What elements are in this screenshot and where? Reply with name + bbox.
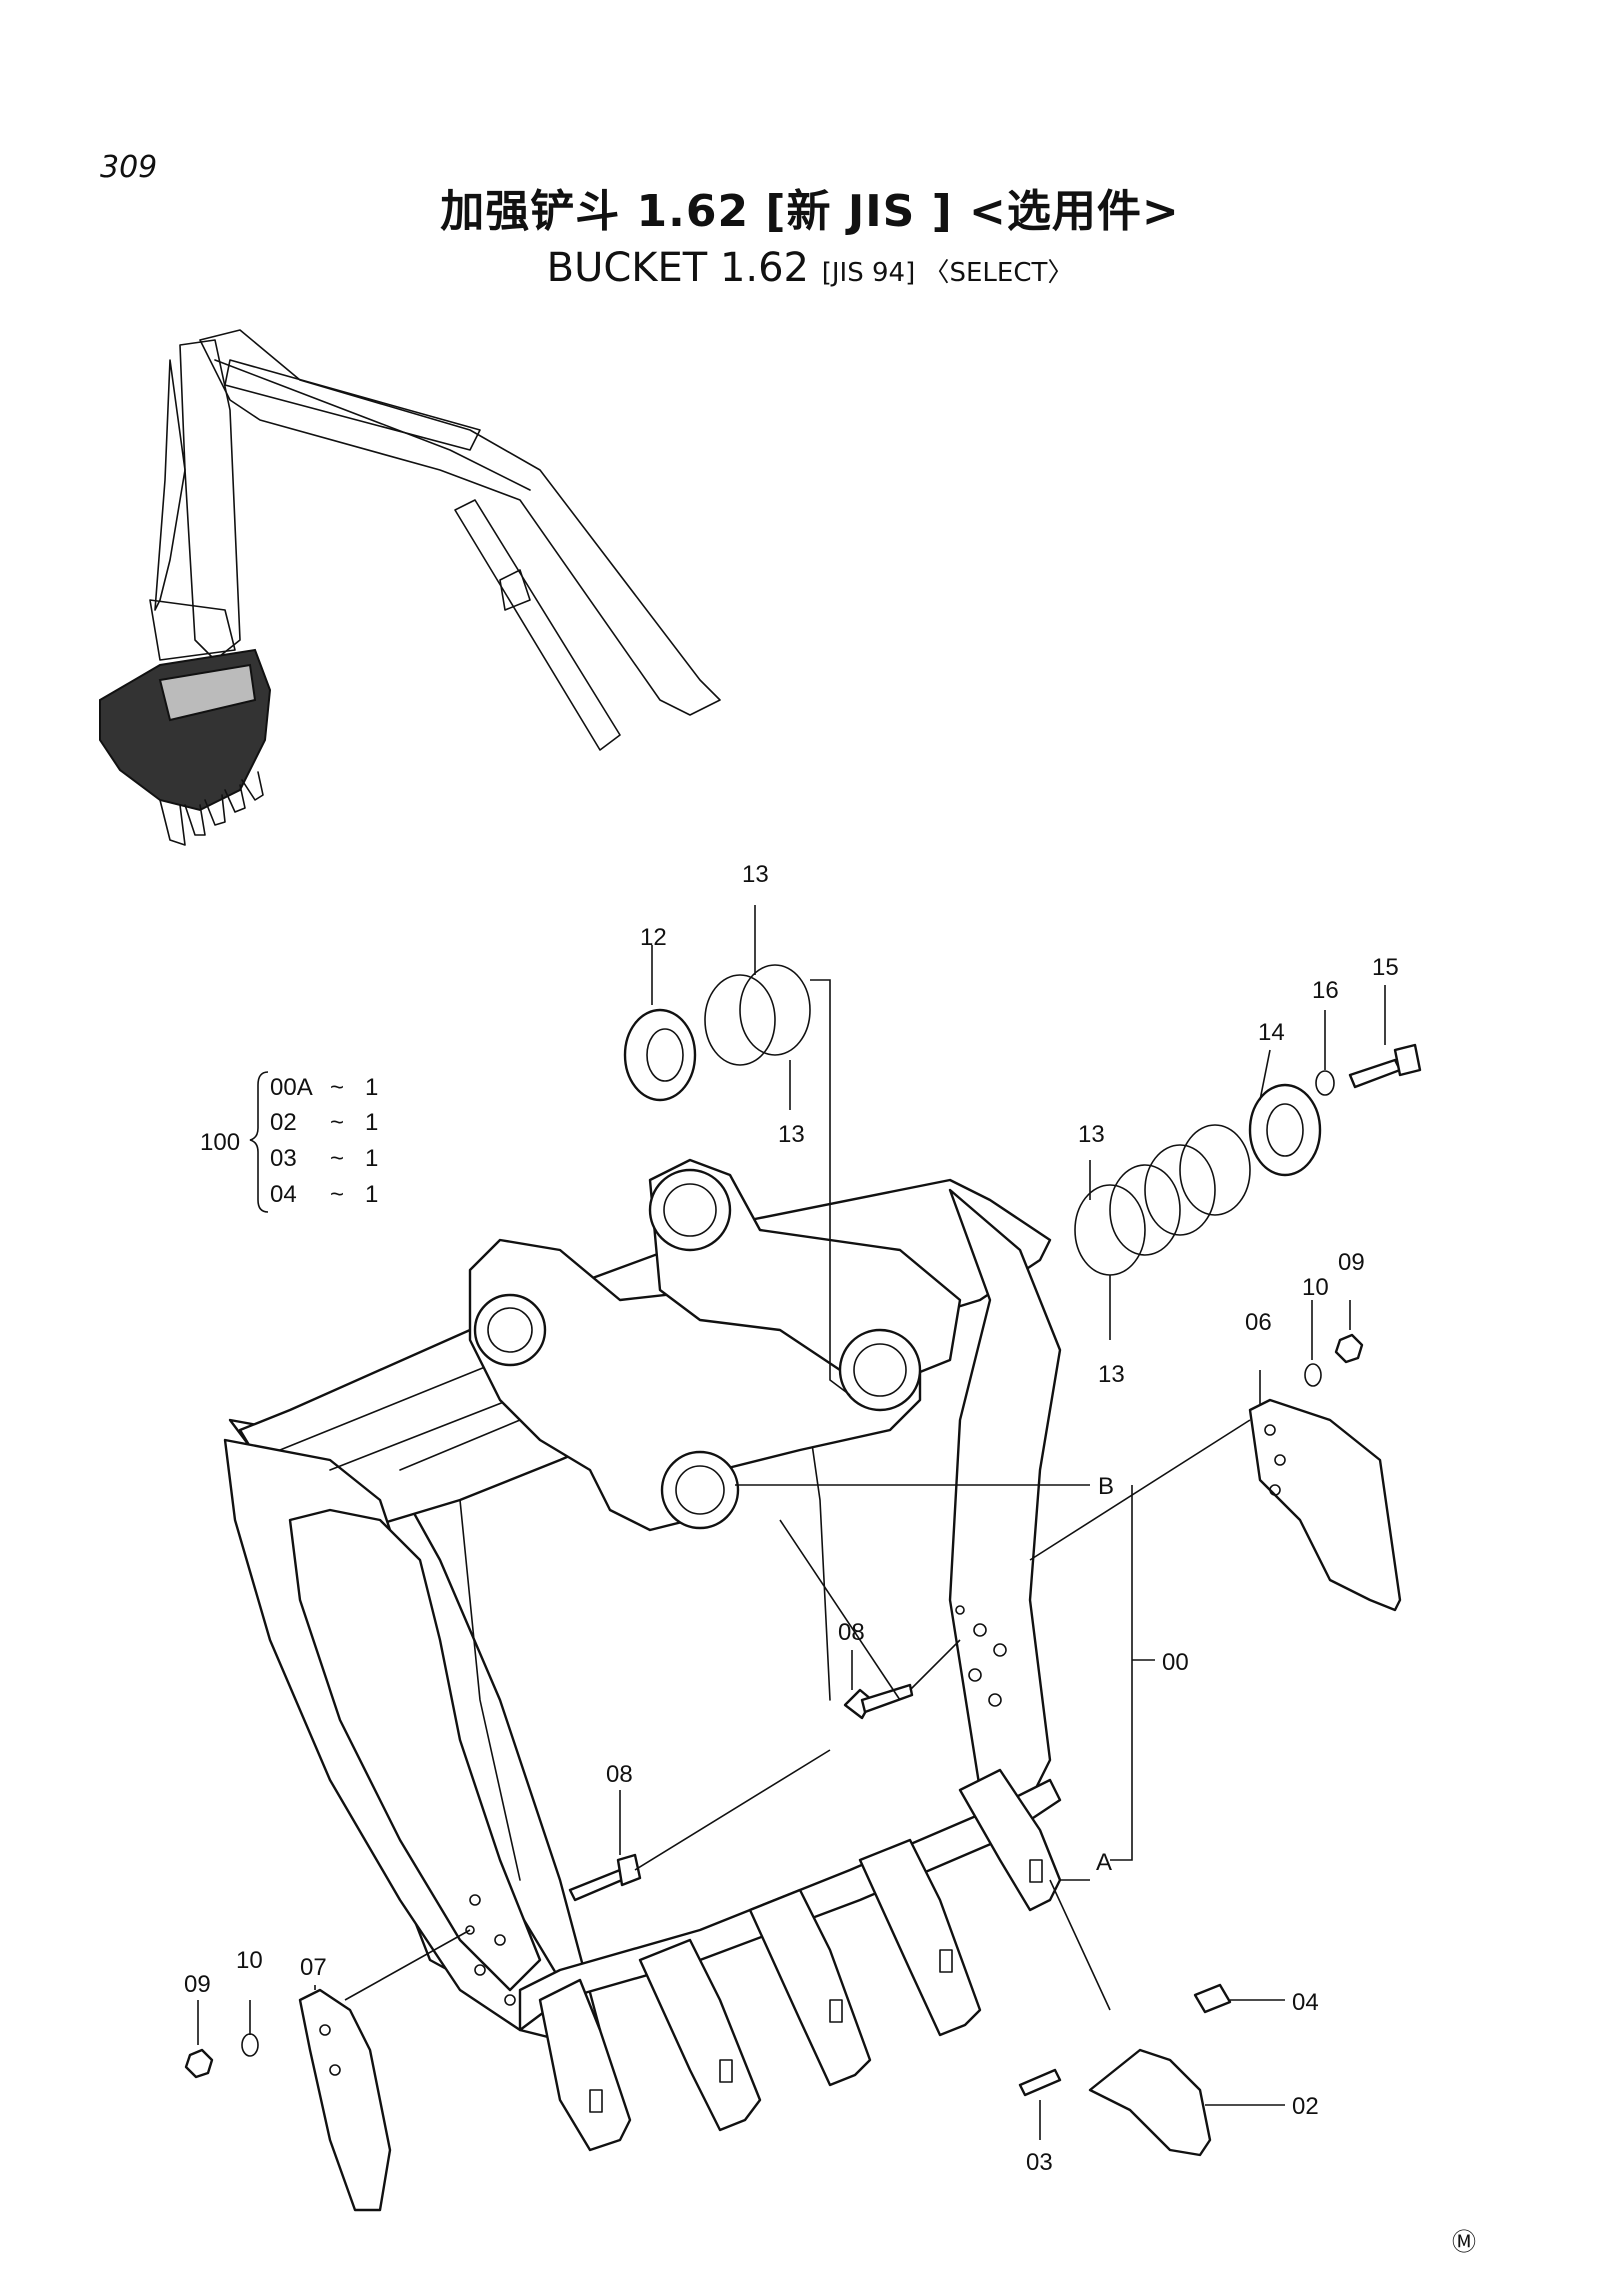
page-number: 309: [100, 150, 158, 185]
nut-09-left: [184, 2048, 214, 2079]
callout-04: 04: [1292, 1989, 1319, 2016]
assembly-parent: 100: [200, 1129, 240, 1156]
assembly-row-sep: ~: [330, 1181, 344, 1208]
washer-16: [1315, 1070, 1335, 1096]
assembly-row-qty: 1: [365, 1074, 378, 1101]
callout-08-lower: 08: [606, 1761, 633, 1788]
assembly-row-qty: 1: [365, 1145, 378, 1172]
assembly-row-part: 04: [270, 1181, 297, 1208]
callout-08-upper: 08: [838, 1619, 865, 1646]
title-english-main: BUCKET 1.62: [546, 245, 810, 291]
callout-labels: 13 12 13 13 13 14 16 15 09 10 06 B 00 08…: [184, 861, 1399, 2176]
callout-03: 03: [1026, 2149, 1053, 2176]
assembly-row-qty: 1: [365, 1181, 378, 1208]
title-english-sub: [JIS 94] 〈SELECT〉: [821, 258, 1074, 288]
assembly-row-sep: ~: [330, 1109, 344, 1136]
assembly-row-qty: 1: [365, 1109, 378, 1136]
shims-13-upper: [704, 964, 811, 1066]
callout-14: 14: [1258, 1019, 1285, 1046]
callout-10-right: 10: [1302, 1274, 1329, 1301]
callout-B: B: [1098, 1473, 1114, 1500]
callout-A: A: [1096, 1849, 1112, 1876]
pin-03: [1018, 2068, 1062, 2097]
side-cutter-07: [298, 1988, 392, 2212]
callout-06: 06: [1245, 1309, 1272, 1336]
bucket-teeth: [538, 1768, 1062, 2152]
assembly-row-part: 02: [270, 1109, 297, 1136]
pin-boss-14: [1248, 1083, 1322, 1177]
callout-13-mid: 13: [778, 1121, 805, 1148]
callout-00: 00: [1162, 1649, 1189, 1676]
callout-09-left: 09: [184, 1971, 211, 1998]
callout-12: 12: [640, 924, 667, 951]
title-chinese: 加强铲斗 1.62 [新 JIS ] <选用件>: [440, 186, 1180, 237]
callout-09-right: 09: [1338, 1249, 1365, 1276]
excavator-overview-illustration: [99, 329, 721, 846]
callout-15: 15: [1372, 954, 1399, 981]
pin-boss-12: [623, 1008, 697, 1102]
title-english: BUCKET 1.62 [JIS 94] 〈SELECT〉: [0, 245, 1620, 291]
assembly-row-part: 03: [270, 1145, 297, 1172]
washer-10-right: [1304, 1363, 1322, 1387]
nut-09-right: [1334, 1333, 1364, 1364]
bolt-08-upper: [843, 1683, 914, 1720]
side-cutter-06: [1248, 1398, 1402, 1612]
assembly-row-part: 00A: [270, 1074, 313, 1101]
callout-13-right-top: 13: [1078, 1121, 1105, 1148]
callout-02: 02: [1292, 2093, 1319, 2120]
callout-10-left: 10: [236, 1947, 263, 1974]
assembly-row-sep: ~: [330, 1074, 344, 1101]
assembly-breakdown: 100 00A ~ 1 02 ~ 1 03 ~ 1 04 ~ 1: [200, 1074, 378, 1208]
leader-lines: [197, 905, 1386, 2140]
mark-symbol: Ⓜ: [1452, 2229, 1476, 2256]
bolt-15: [1348, 1043, 1422, 1089]
callout-07: 07: [300, 1954, 327, 1981]
tooth-adapter-02: [1088, 2048, 1212, 2157]
callout-13-top: 13: [742, 861, 769, 888]
bolt-08-lower: [568, 1853, 642, 1902]
callout-13-right-bottom: 13: [1098, 1361, 1125, 1388]
lock-04: [1193, 1983, 1232, 2014]
callout-16: 16: [1312, 977, 1339, 1004]
assembly-row-sep: ~: [330, 1145, 344, 1172]
washer-10-left: [241, 2033, 259, 2057]
